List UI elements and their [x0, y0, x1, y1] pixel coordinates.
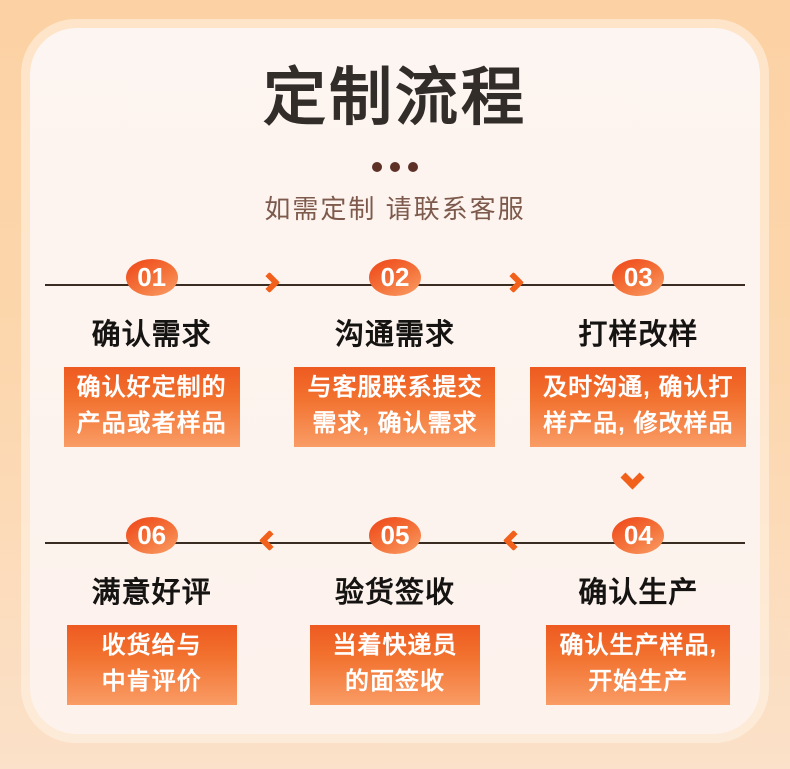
step-description-line: 与客服联系提交 — [307, 373, 483, 401]
chevron-down-icon — [620, 464, 645, 490]
flow-connector-down — [30, 447, 760, 517]
step-number-badge: 05 — [368, 516, 421, 554]
step-description-line: 确认生产样品, — [559, 631, 718, 659]
step-description-line: 需求, 确认需求 — [312, 409, 478, 437]
step-description-line: 中肯评价 — [101, 667, 202, 695]
step-description-line: 样产品, 修改样品 — [543, 409, 734, 437]
page-title: 定制流程 — [263, 63, 527, 133]
step-description-line: 开始生产 — [588, 667, 689, 695]
step-description-box: 当着快递员 的面签收 — [309, 624, 480, 705]
step-description-line: 收货给与 — [101, 631, 202, 659]
step-description-box: 及时沟通, 确认打 样产品, 修改样品 — [530, 366, 747, 447]
step-description-box: 确认好定制的 产品或者样品 — [63, 366, 240, 447]
step-description-box: 确认生产样品, 开始生产 — [546, 624, 731, 705]
step-description-box: 与客服联系提交 需求, 确认需求 — [294, 366, 496, 447]
step-title: 确认生产 — [578, 576, 699, 609]
flow-step-06: 06 满意好评 收货给与 中肯评价 — [30, 516, 273, 705]
step-description-line: 及时沟通, 确认打 — [543, 373, 734, 401]
flow-step-03: 03 打样改样 及时沟通, 确认打 样产品, 修改样品 — [517, 258, 760, 447]
step-number-badge: 04 — [612, 516, 665, 554]
step-description-line: 的面签收 — [344, 667, 445, 695]
step-number-badge: 03 — [612, 258, 665, 296]
step-number-badge: 06 — [125, 516, 178, 554]
flow-row-bottom: 06 满意好评 收货给与 中肯评价 05 验货签收 当着快递员 的面签收 — [30, 516, 760, 705]
step-number-badge: 02 — [368, 258, 421, 296]
content-card: 定制流程 如需定制 请联系客服 01 确认需求 确认好定制的 产品或者样品 — [30, 28, 760, 734]
step-number-badge: 01 — [125, 258, 178, 296]
step-title: 确认需求 — [91, 318, 212, 351]
step-title: 满意好评 — [91, 576, 212, 609]
dot-icon — [408, 161, 418, 172]
step-title: 打样改样 — [578, 318, 699, 351]
flow-step-02: 02 沟通需求 与客服联系提交 需求, 确认需求 — [273, 258, 516, 447]
step-description-line: 确认好定制的 — [76, 373, 227, 401]
title-dots-decoration — [30, 161, 760, 172]
flow-step-05: 05 验货签收 当着快递员 的面签收 — [273, 516, 516, 705]
flow-step-04: 04 确认生产 确认生产样品, 开始生产 — [517, 516, 760, 705]
flow-step-01: 01 确认需求 确认好定制的 产品或者样品 — [30, 258, 273, 447]
subtitle: 如需定制 请联系客服 — [264, 193, 526, 224]
step-title: 沟通需求 — [334, 318, 455, 351]
step-description-line: 当着快递员 — [332, 631, 458, 659]
dot-icon — [390, 161, 400, 172]
step-description-box: 收货给与 中肯评价 — [66, 624, 237, 705]
step-description-line: 产品或者样品 — [76, 409, 227, 437]
step-title: 验货签收 — [334, 576, 455, 609]
flow-row-top: 01 确认需求 确认好定制的 产品或者样品 02 沟通需求 与客服联系提交 需求… — [30, 258, 760, 447]
dot-icon — [372, 161, 382, 172]
